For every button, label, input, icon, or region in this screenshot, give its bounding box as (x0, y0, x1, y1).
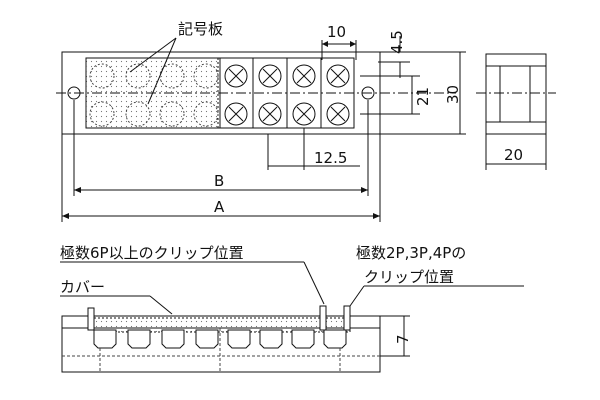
clip-position-6p-label: 極数6P以上のクリップ位置 (60, 244, 244, 262)
dim-screw-span (360, 75, 420, 115)
screw-icon (326, 64, 350, 88)
dim-cover-height (380, 315, 410, 357)
dim-length-a (61, 134, 381, 222)
dim-depth (485, 134, 547, 170)
dim-pitch-small (267, 128, 360, 170)
clip-6p-leader-arrow (303, 261, 325, 305)
side-view (476, 53, 556, 135)
dim-height-label: 30 (444, 85, 462, 104)
covered-screws (89, 63, 219, 127)
screw-icon (258, 102, 282, 126)
dim-height (380, 51, 466, 135)
top-view (56, 51, 456, 135)
front-clip-posts (87, 305, 351, 331)
clip-small-leader-arrow (349, 285, 365, 307)
marking-plate-label: 記号板 (178, 20, 223, 38)
front-view (61, 315, 381, 373)
cover-label: カバー (60, 278, 105, 296)
front-hidden-lines (62, 328, 380, 372)
dim-length-a-label: A (214, 198, 225, 216)
cover-leader-arrow (149, 295, 173, 315)
dim-depth-label: 20 (504, 146, 523, 164)
screw-icon (258, 64, 282, 88)
visible-screws (224, 64, 350, 126)
clip-position-small-label-2: クリップ位置 (364, 268, 454, 286)
dim-top-offset-label: 4.5 (388, 30, 406, 54)
screw-icon (326, 102, 350, 126)
marking-plate-area (85, 57, 219, 129)
dim-length-b-label: B (214, 172, 224, 190)
clip-position-small-label-1: 極数2P,3P,4Pの (356, 244, 466, 262)
screw-icon (224, 102, 248, 126)
marking-plate-leader (129, 37, 177, 105)
dim-pitch-small-label: 12.5 (314, 149, 347, 167)
dim-screw-span-label: 21 (414, 87, 432, 106)
screw-icon (292, 64, 316, 88)
dim-length-b (73, 100, 369, 196)
dim-cover-height-label: 7 (394, 334, 412, 344)
screw-icon (292, 102, 316, 126)
dim-pitch (321, 40, 357, 60)
dim-pitch-label: 10 (327, 23, 346, 41)
pole-separators (219, 58, 355, 128)
screw-icon (224, 64, 248, 88)
front-terminals (93, 329, 347, 349)
